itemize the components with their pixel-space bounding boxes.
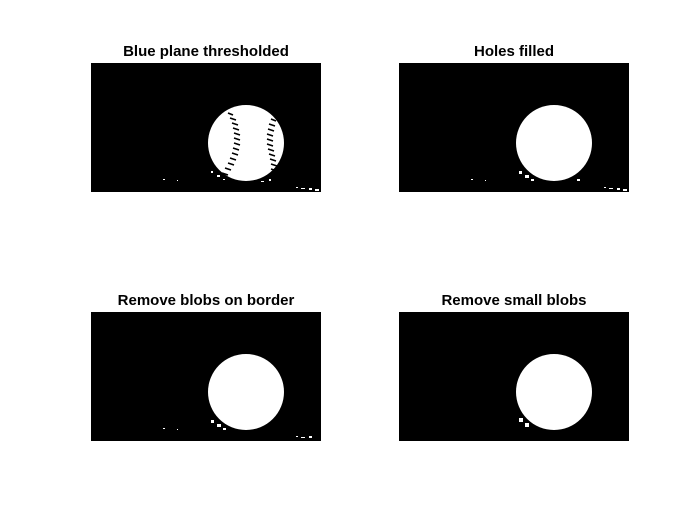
ball-blob: [516, 354, 592, 430]
panel-title: Remove small blobs: [441, 292, 587, 309]
panel-title: Holes filled: [473, 43, 555, 60]
ball-edge-bumps: [519, 418, 529, 427]
binary-image: [91, 63, 321, 192]
right-seam-stitches: [266, 118, 278, 172]
panel-title: Remove blobs on border: [117, 292, 295, 309]
binary-image: [91, 312, 321, 441]
binary-image-svg: [399, 63, 629, 192]
binary-image: [399, 63, 629, 192]
binary-image-svg: [91, 312, 321, 441]
noise-blobs: [163, 171, 319, 191]
ball-blob: [208, 354, 284, 430]
binary-image-svg: [399, 312, 629, 441]
ball-blob: [516, 105, 592, 181]
binary-image: [399, 312, 629, 441]
noise-blobs: [471, 171, 627, 191]
left-seam-stitches: [221, 112, 241, 176]
panel-title: Blue plane thresholded: [123, 43, 289, 60]
noise-blobs: [163, 420, 312, 438]
binary-image-svg: [91, 63, 321, 192]
ball-blob: [208, 105, 284, 181]
